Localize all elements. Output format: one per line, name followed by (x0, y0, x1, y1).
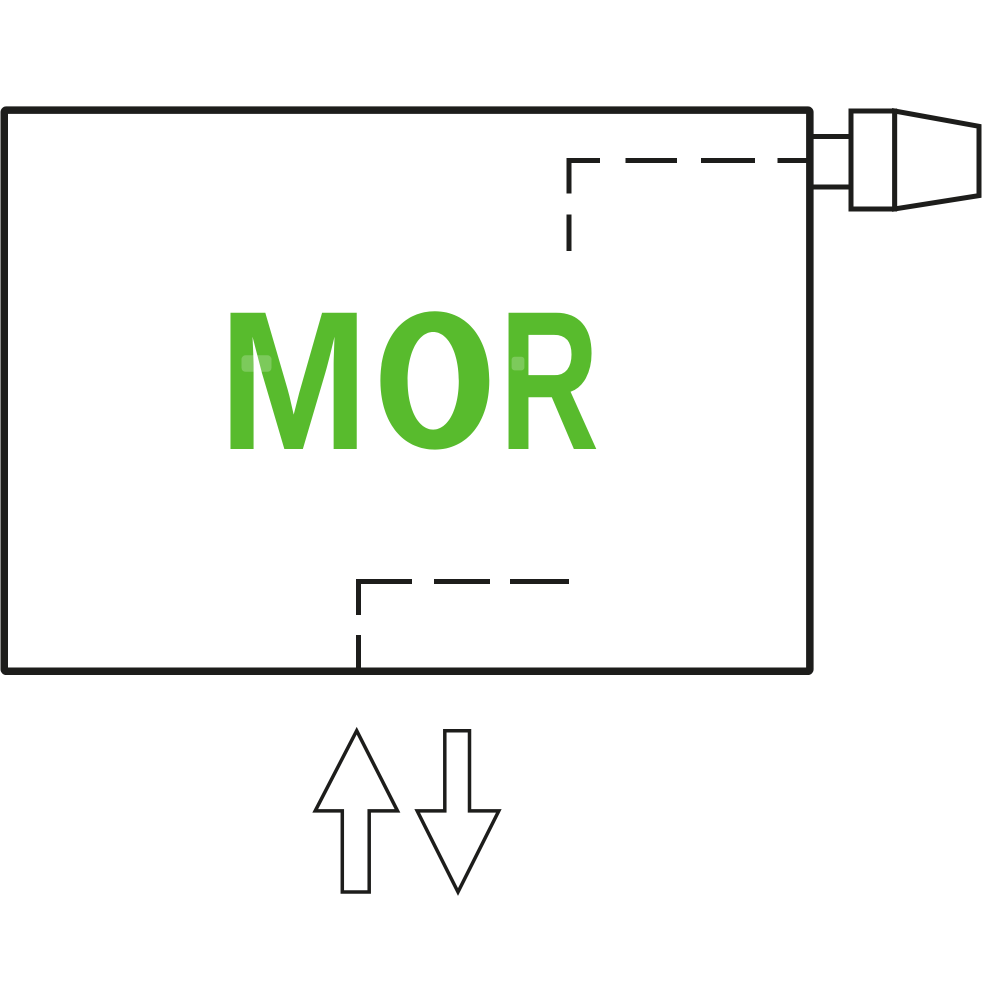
svg-text:R: R (499, 270, 599, 491)
svg-text:M: M (218, 270, 368, 492)
